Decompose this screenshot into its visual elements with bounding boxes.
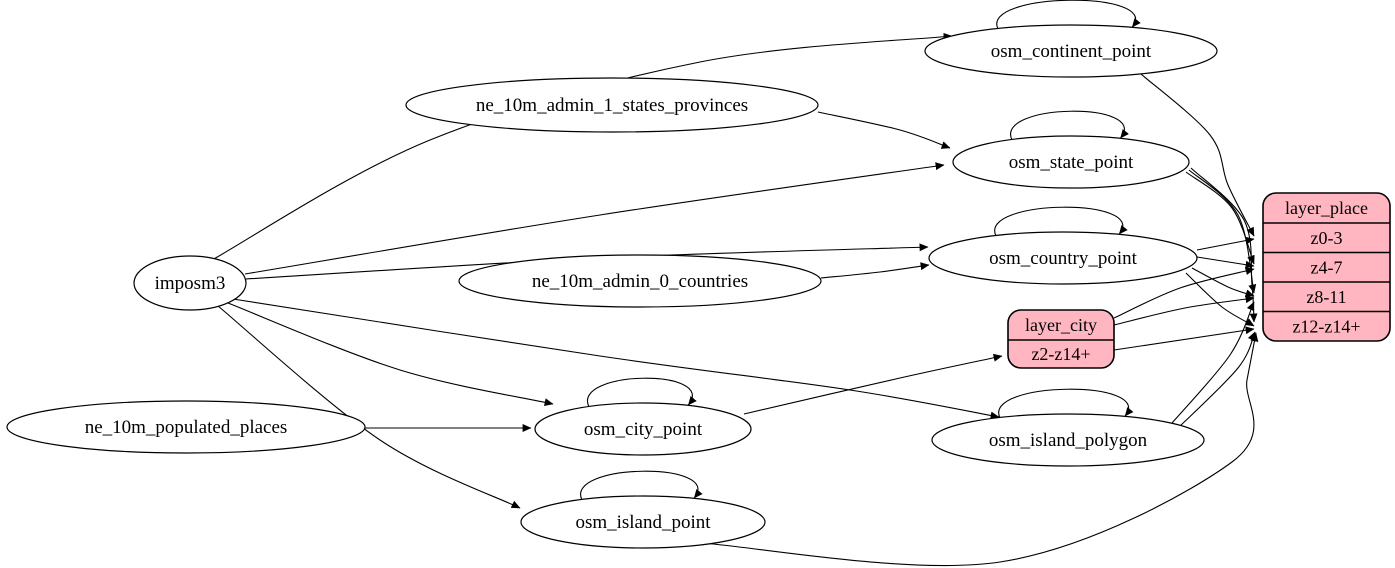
record-row-label: z4-7 — [1311, 257, 1343, 277]
edge-imposm3-to-osm_island_polygon — [232, 298, 1000, 420]
edge-osm_city_point-to-layer_city-z2-z14+ — [743, 353, 1003, 415]
table-ellipse-ne_10m_admin_1_states_provinces — [405, 77, 819, 133]
layer-node-layer_place: layer_place z0-3 z4-7 z8-11 z12-z14+ — [1262, 192, 1391, 342]
edge-imposm3-to-osm_city_point — [227, 302, 554, 407]
table-ellipse-osm_island_point — [520, 495, 766, 549]
record-row-label: z12-z14+ — [1292, 316, 1360, 336]
table-node-osm_state_point: osm_state_point — [952, 110, 1190, 189]
table-node-osm_island_polygon: osm_island_polygon — [931, 388, 1205, 467]
record-header-label: layer_place — [1285, 198, 1368, 218]
node-label: ne_10m_admin_1_states_provinces — [476, 95, 748, 116]
edge-imposm3-to-osm_island_point — [217, 305, 521, 509]
node-label: imposm3 — [155, 273, 226, 294]
layer-box-layer_city — [1007, 309, 1115, 369]
layer-node-layer_city: layer_city z2-z14+ — [1007, 309, 1115, 369]
table-ellipse-ne_10m_populated_places — [6, 400, 366, 454]
edge-ne_10m_admin_1_states_provinces-to-osm_state_point — [817, 111, 951, 149]
self-loop-osm_island_polygon — [998, 388, 1134, 419]
self-loop-osm_island_point — [580, 470, 703, 501]
layer-box-layer_place — [1262, 192, 1391, 342]
table-node-osm_island_point: osm_island_point — [520, 470, 766, 549]
edge-osm_island_polygon-to-layer_place-z12-z14+ — [1176, 331, 1256, 430]
table-node-ne_10m_admin_0_countries: ne_10m_admin_0_countries — [458, 254, 822, 308]
self-loop-osm_country_point — [994, 206, 1128, 237]
node-label: osm_state_point — [1009, 152, 1134, 173]
edge-osm_state_point-to-layer_place-z4-7 — [1185, 171, 1255, 265]
edge-osm_island_polygon-to-layer_place-z8-11 — [1171, 301, 1255, 424]
record-row-label: z8-11 — [1306, 287, 1346, 307]
edge-osm_country_point-to-layer_place-z8-11 — [1191, 267, 1255, 297]
node-label: osm_continent_point — [991, 41, 1152, 62]
edge-osm_country_point-to-layer_place-z4-7 — [1196, 256, 1255, 269]
edge-layer_city-to-layer_place-z12-z14+ — [1113, 326, 1255, 351]
edge-osm_state_point-to-layer_place-z8-11 — [1188, 169, 1257, 294]
node-label: ne_10m_populated_places — [85, 417, 288, 438]
record-row-label: z2-z14+ — [1031, 344, 1090, 364]
self-loop-osm_continent_point — [996, 0, 1141, 30]
self-loop-osm_state_point — [1010, 110, 1129, 141]
edge-imposm3-to-osm_state_point — [244, 162, 945, 275]
table-ellipse-osm_island_polygon — [931, 413, 1205, 467]
edge-layer — [211, 32, 1259, 567]
table-node-osm_continent_point: osm_continent_point — [924, 0, 1218, 78]
node-label: osm_island_polygon — [989, 430, 1148, 451]
record-row-label: z0-3 — [1311, 228, 1343, 248]
self-loop-osm_city_point — [586, 377, 697, 408]
edge-layer_city-to-layer_place-z8-11 — [1113, 295, 1255, 326]
edge-osm_continent_point-to-layer_place-z0-3 — [1140, 73, 1255, 237]
table-node-imposm3: imposm3 — [133, 255, 247, 311]
table-node-ne_10m_populated_places: ne_10m_populated_places — [6, 400, 366, 454]
node-label: osm_city_point — [584, 419, 703, 440]
edge-osm_country_point-to-layer_place-z12-z14+ — [1185, 272, 1255, 327]
table-ellipse-imposm3 — [133, 255, 247, 311]
table-ellipse-osm_continent_point — [924, 24, 1218, 78]
table-node-osm_country_point: osm_country_point — [928, 206, 1198, 285]
edge-ne_10m_admin_0_countries-to-osm_country_point — [820, 262, 930, 279]
table-node-osm_city_point: osm_city_point — [534, 377, 752, 456]
edge-imposm3-to-osm_continent_point — [211, 32, 953, 261]
edge-layer_city-to-layer_place-z4-7 — [1113, 267, 1255, 319]
table-ellipse-osm_city_point — [534, 402, 752, 456]
table-ellipse-osm_state_point — [952, 135, 1190, 189]
table-ellipse-ne_10m_admin_0_countries — [458, 254, 822, 308]
edge-osm_country_point-to-layer_place-z0-3 — [1196, 236, 1255, 251]
node-layer: imposm3 ne_10m_admin_1_states_provincesne… — [6, 0, 1391, 549]
edge-osm_island_point-to-layer_place-z12-z14+ — [701, 332, 1259, 567]
node-label: osm_country_point — [989, 248, 1137, 269]
node-label: ne_10m_admin_0_countries — [532, 271, 748, 292]
record-header-label: layer_city — [1025, 315, 1097, 335]
table-node-ne_10m_admin_1_states_provinces: ne_10m_admin_1_states_provinces — [405, 77, 819, 133]
node-label: osm_island_point — [575, 512, 711, 533]
table-ellipse-osm_country_point — [928, 231, 1198, 285]
